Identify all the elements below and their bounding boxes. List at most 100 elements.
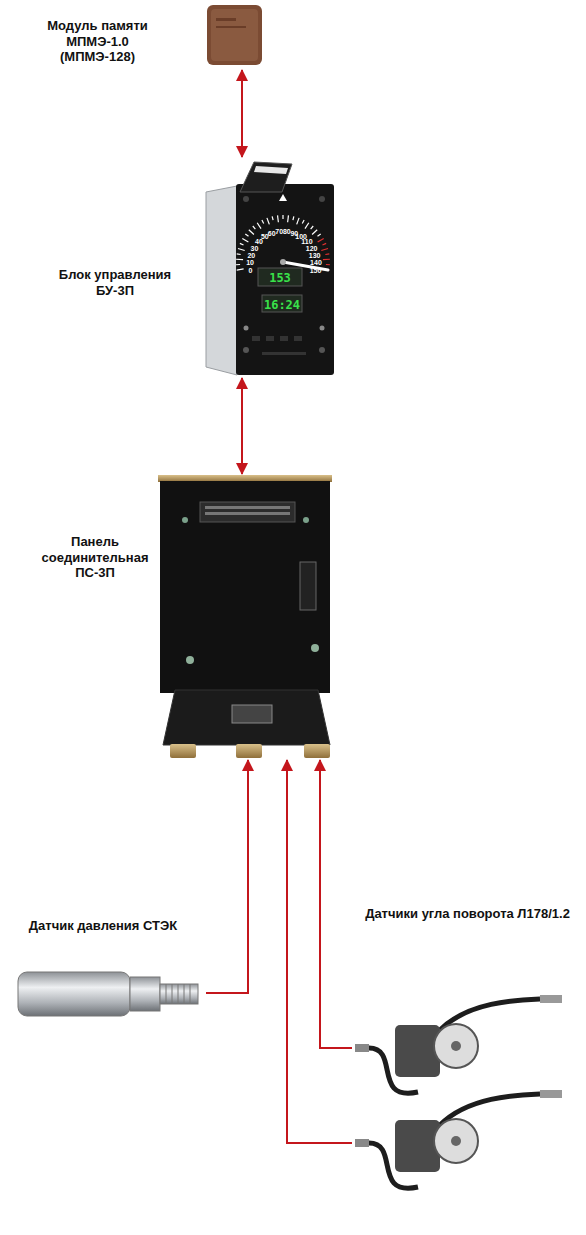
component-label: Модуль памяти МПМЭ-1.0 (МПМЭ-128) [30,18,165,65]
memory-module-part [207,5,262,65]
memory-module-node: Модуль памяти МПМЭ-1.0 (МПМЭ-128) [5,3,267,70]
connection-panel-part [311,644,319,652]
control-unit-part [243,347,249,353]
control-unit [206,162,334,375]
speed-scale-number: 150 [310,267,322,274]
pressure-sensor-part [18,972,130,1016]
pressure-sensor-part [160,984,198,1004]
rotation-sensor-part [434,1119,478,1163]
connection-panel-part [205,506,290,515]
speed-scale-part [253,226,256,229]
component-label: Датчики угла поворота Л178/1.2 [360,906,575,922]
speed-scale-part [237,269,244,270]
rotation-sensor-part [395,1025,440,1077]
label-box: Датчики угла поворота Л178/1.2 [360,906,575,922]
speed-scale-part [325,253,329,255]
connection-panel-part [170,744,196,758]
rotation-sensor-part [451,1136,461,1146]
control-unit-part [319,196,325,202]
memory-module-part [211,9,258,61]
rotation-sensor-part [434,1024,478,1068]
label-box: Блок управления БУ-3П [40,267,190,298]
signal-arrow [287,760,352,1143]
label-box: Модуль памяти МПМЭ-1.0 (МПМЭ-128) [30,18,165,65]
speed-scale-number: 30 [251,245,259,252]
control-unit-part [252,336,260,341]
label-box: 50 [261,225,269,243]
speed-scale-part [323,259,330,261]
speed-scale-number: 0 [249,267,253,274]
speed-scale-part [272,216,274,220]
pressure-sensor-part [166,984,190,1004]
rotation-sensor-part [540,1090,562,1098]
speed-scale-part [321,249,328,251]
connection-panel-part [163,690,330,745]
rotation-sensor-part [395,1120,440,1172]
speed-scale-number: 140 [310,259,322,266]
control-unit-part [254,166,288,174]
signal-arrow [206,760,248,993]
rotation-sensor-node: Датчики угла поворота Л178/1.2 [352,898,582,1195]
connection-panel-part [200,502,295,522]
control-unit-part [280,336,288,341]
control-unit-node: Блок управления БУ-3П [20,157,336,378]
label-box: 153 [269,268,291,286]
connection-panel-part [303,517,309,523]
speed-scale-part [240,243,244,245]
speed-scale-part [312,230,317,235]
pressure-sensor-part-part [184,984,185,1004]
speed-scale-part [317,234,320,236]
pressure-sensor [18,972,198,1016]
rotation-sensor-part [355,1044,369,1052]
speed-scale-part [292,216,294,220]
speed-scale-number: 80 [283,228,291,235]
component-label: Датчик давления СТЭК [4,918,202,934]
connection-panel-part [158,475,332,482]
label-box: 60 [268,222,276,240]
connection-panel-part [236,744,262,758]
control-unit-part [294,336,302,341]
speed-scale-number: 60 [268,230,276,237]
connection-panel-part [186,656,194,664]
speed-scale-number: 120 [306,245,318,252]
component-label: Блок управления БУ-3П [40,267,190,298]
control-unit-part [240,162,292,192]
speed-scale-part [238,249,245,251]
pressure-sensor-part-part [190,984,191,1004]
speed-scale-part [326,264,330,265]
speed-scale-part [305,223,309,229]
rotation-sensor [355,1090,562,1188]
control-unit-part [320,326,325,331]
speed-scale-part [242,239,248,243]
memory-module-part [216,26,246,28]
control-unit-part [262,352,306,355]
speed-scale-part [322,243,326,245]
memory-module-part [216,18,236,21]
control-unit-part [243,196,249,202]
speed-scale-part [236,259,243,261]
control-unit-part [262,295,302,312]
control-unit-part [280,259,286,265]
label-box: 16:24 [264,295,300,313]
label-box: 150 [310,259,322,277]
speed-scale-part [267,218,269,225]
rotation-sensor-part [355,1139,369,1147]
component-label: Панель соединительная ПС-3П [35,534,155,581]
connection-panel-part [304,744,330,758]
signal-arrow [241,70,243,157]
speed-scale-part [237,253,241,255]
speed-scale-number: 10 [246,259,254,266]
label-box: 130 [309,244,321,262]
label-box: 80 [283,220,291,238]
connection-panel-part-part [205,506,290,509]
pressure-sensor-part-part [172,984,173,1004]
connection-panel-part [300,562,316,610]
speed-display: 153 [269,271,291,285]
label-box: 140 [310,251,322,269]
speed-scale-number: 20 [247,252,255,259]
pressure-sensor-part-part [178,984,179,1004]
